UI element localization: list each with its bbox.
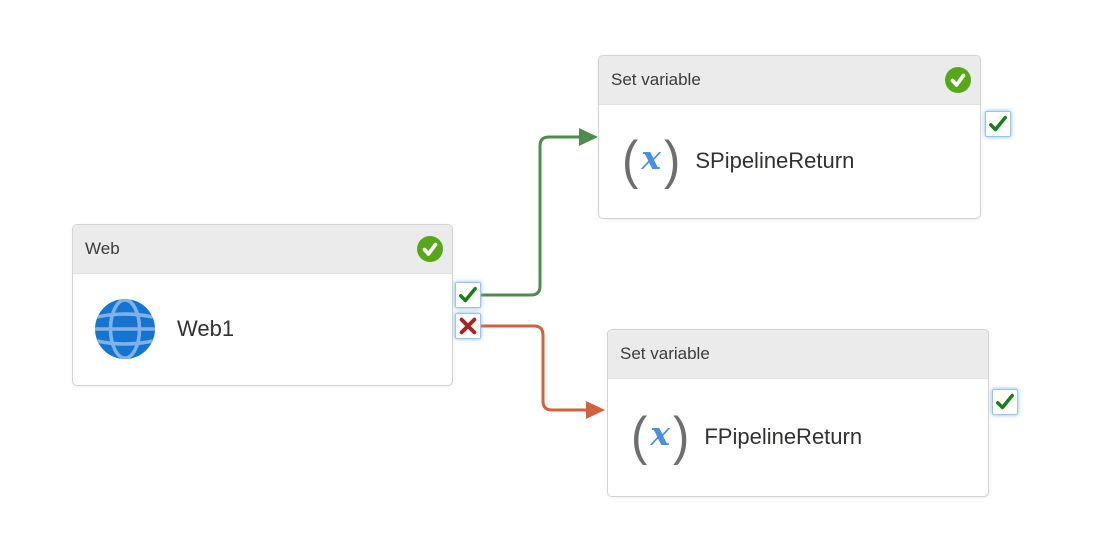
activity-name: Web1 — [177, 316, 235, 341]
activity-name: SPipelineReturn — [695, 148, 855, 173]
variable-paren-close: ) — [664, 131, 681, 190]
check-icon — [459, 286, 477, 303]
activity-node-web1[interactable]: Web Web1 — [72, 224, 453, 386]
web1-on-failure-output-port[interactable] — [455, 313, 481, 339]
failure-connector[interactable] — [481, 324, 605, 419]
failure-connector-arrowhead — [586, 401, 605, 419]
node-type-label: Set variable — [620, 344, 710, 363]
node-body: ( x ) SPipelineReturn — [599, 105, 980, 217]
fpipelinereturn-on-success-output-port[interactable] — [992, 389, 1018, 415]
web-activity-globe-icon — [95, 299, 155, 359]
check-icon — [996, 393, 1014, 410]
node-type-label: Web — [85, 239, 120, 258]
variable-x-glyph: x — [650, 414, 671, 453]
node-type-label: Set variable — [611, 70, 701, 89]
set-variable-icon: ( x ) — [622, 131, 681, 190]
variable-x-glyph: x — [641, 138, 662, 177]
activity-name: FPipelineReturn — [704, 424, 863, 449]
activity-node-fpipelinereturn[interactable]: Set variable ( x ) FPipelineReturn — [607, 329, 989, 497]
success-connector[interactable] — [481, 128, 598, 297]
success-connector-arrowhead — [579, 128, 598, 146]
node-body: Web1 — [73, 274, 452, 384]
success-status-badge-icon — [945, 67, 971, 93]
node-header: Set variable — [599, 56, 980, 105]
variable-paren-open: ( — [622, 131, 639, 190]
spipelinereturn-on-success-output-port[interactable] — [985, 111, 1011, 137]
success-status-badge-icon — [417, 236, 443, 262]
activity-node-spipelinereturn[interactable]: Set variable ( x ) SPipelineReturn — [598, 55, 981, 219]
variable-paren-close: ) — [673, 407, 690, 466]
variable-paren-open: ( — [631, 407, 648, 466]
web1-on-success-output-port[interactable] — [455, 282, 481, 308]
failure-connector-line — [481, 324, 586, 412]
node-header: Set variable — [608, 330, 988, 379]
check-icon — [989, 115, 1007, 132]
node-header: Web — [73, 225, 452, 274]
set-variable-icon: ( x ) — [631, 407, 690, 466]
success-connector-line — [481, 135, 579, 297]
node-body: ( x ) FPipelineReturn — [608, 379, 988, 495]
cross-icon — [459, 317, 477, 335]
